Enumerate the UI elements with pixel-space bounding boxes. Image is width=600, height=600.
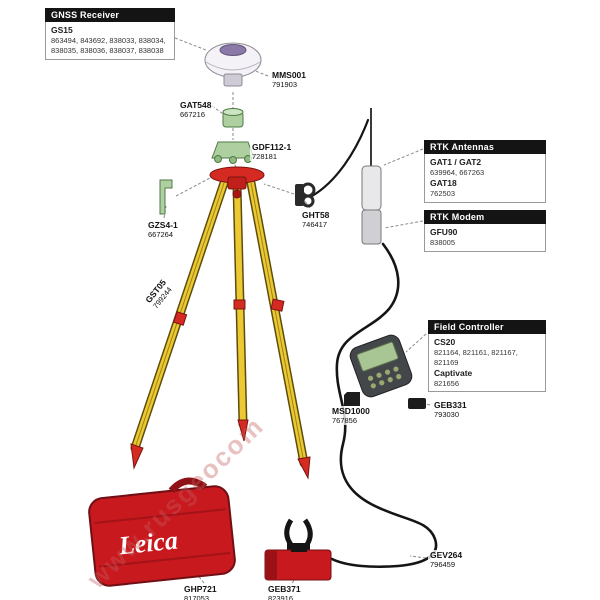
callout-header: RTK Antennas: [424, 140, 546, 154]
part-number: 796459: [430, 560, 456, 570]
callout-header: GNSS Receiver: [45, 8, 175, 22]
part-name: GZS4-1: [148, 220, 178, 230]
callout-body: GFU90 838005: [424, 224, 546, 252]
label-pole-clamp: GHT58 746417: [300, 210, 332, 230]
leica-logo: Leica: [116, 525, 179, 560]
part-number: 667264: [148, 230, 174, 240]
tripod-illustration: [130, 166, 311, 480]
part-numbers: 762503: [430, 188, 456, 198]
part-numbers: 863494, 843692, 838033, 838034, 838035, …: [51, 36, 166, 55]
label-carrier: GAT548 667216: [178, 100, 214, 120]
part-number: 746417: [302, 220, 328, 230]
part-number: 823916: [268, 594, 294, 600]
part-name: GHT58: [302, 210, 330, 220]
model-name: GAT18: [430, 177, 457, 188]
callout-body: GAT1 / GAT2 639964, 667263 GAT18 762503: [424, 154, 546, 203]
part-name: GEB371: [268, 584, 301, 594]
part-number: 767856: [332, 416, 358, 426]
part-number: 728181: [252, 152, 278, 162]
field-controller-illustration: [349, 334, 413, 398]
part-name: GEV264: [430, 550, 463, 560]
model-name: GS15: [51, 25, 73, 35]
model-name: Captivate: [434, 367, 473, 378]
part-name: GAT548: [180, 100, 212, 110]
callout-rtk-modem: RTK Modem GFU90 838005: [424, 210, 546, 252]
part-number: 793030: [434, 410, 460, 420]
callout-rtk-antennas: RTK Antennas GAT1 / GAT2 639964, 667263 …: [424, 140, 546, 203]
model-name: GAT1 / GAT2: [430, 157, 482, 167]
callout-header: Field Controller: [428, 320, 546, 334]
part-numbers: 838005: [430, 238, 456, 248]
part-numbers: 639964, 667263: [430, 168, 485, 178]
label-transport-case: GHP721 817053: [182, 584, 219, 600]
callout-header: RTK Modem: [424, 210, 546, 224]
label-battery: GEB331 793030: [432, 400, 469, 420]
transport-case-illustration: Leica: [88, 477, 236, 587]
cable-illustration: [310, 118, 438, 569]
part-number: 817053: [184, 594, 210, 600]
label-antenna-cap: MMS001 791903: [270, 70, 309, 90]
label-tribrach: GDF112-1 728181: [250, 142, 294, 162]
part-name: MSD1000: [332, 406, 370, 416]
part-name: MMS001: [272, 70, 307, 80]
label-cable: GEV264 796459: [428, 550, 465, 570]
height-hook-illustration: [159, 179, 173, 215]
tribrach-illustration: [211, 141, 255, 164]
gnss-antenna-illustration: [204, 42, 262, 87]
rtk-antenna-illustration: [361, 108, 382, 245]
callout-body: GS15 863494, 843692, 838033, 838034, 838…: [45, 22, 175, 60]
label-memory-card: MSD1000 767856: [330, 406, 372, 426]
model-name: CS20: [434, 337, 456, 347]
part-numbers: 821164, 821161, 821167, 821169: [434, 348, 518, 367]
part-name: GHP721: [184, 584, 217, 594]
part-name: GEB331: [434, 400, 467, 410]
callout-field-controller: Field Controller CS20 821164, 821161, 82…: [428, 320, 546, 393]
callout-gnss-receiver: GNSS Receiver GS15 863494, 843692, 83803…: [45, 8, 175, 60]
battery-geb331-illustration: [408, 398, 426, 409]
model-name: GFU90: [430, 227, 458, 237]
label-height-hook: GZS4-1 667264: [146, 220, 180, 240]
part-name: GDF112-1: [252, 142, 292, 152]
memory-card-illustration: [344, 392, 360, 406]
callout-body: CS20 821164, 821161, 821167, 821169 Capt…: [428, 334, 546, 393]
label-external-battery: GEB371 823916: [266, 584, 303, 600]
part-number: 667216: [180, 110, 206, 120]
part-numbers: 821656: [434, 378, 460, 388]
carrier-illustration: [222, 108, 244, 128]
external-battery-illustration: [264, 545, 332, 581]
pole-clamp-illustration: [295, 182, 316, 208]
part-number: 791903: [272, 80, 298, 90]
